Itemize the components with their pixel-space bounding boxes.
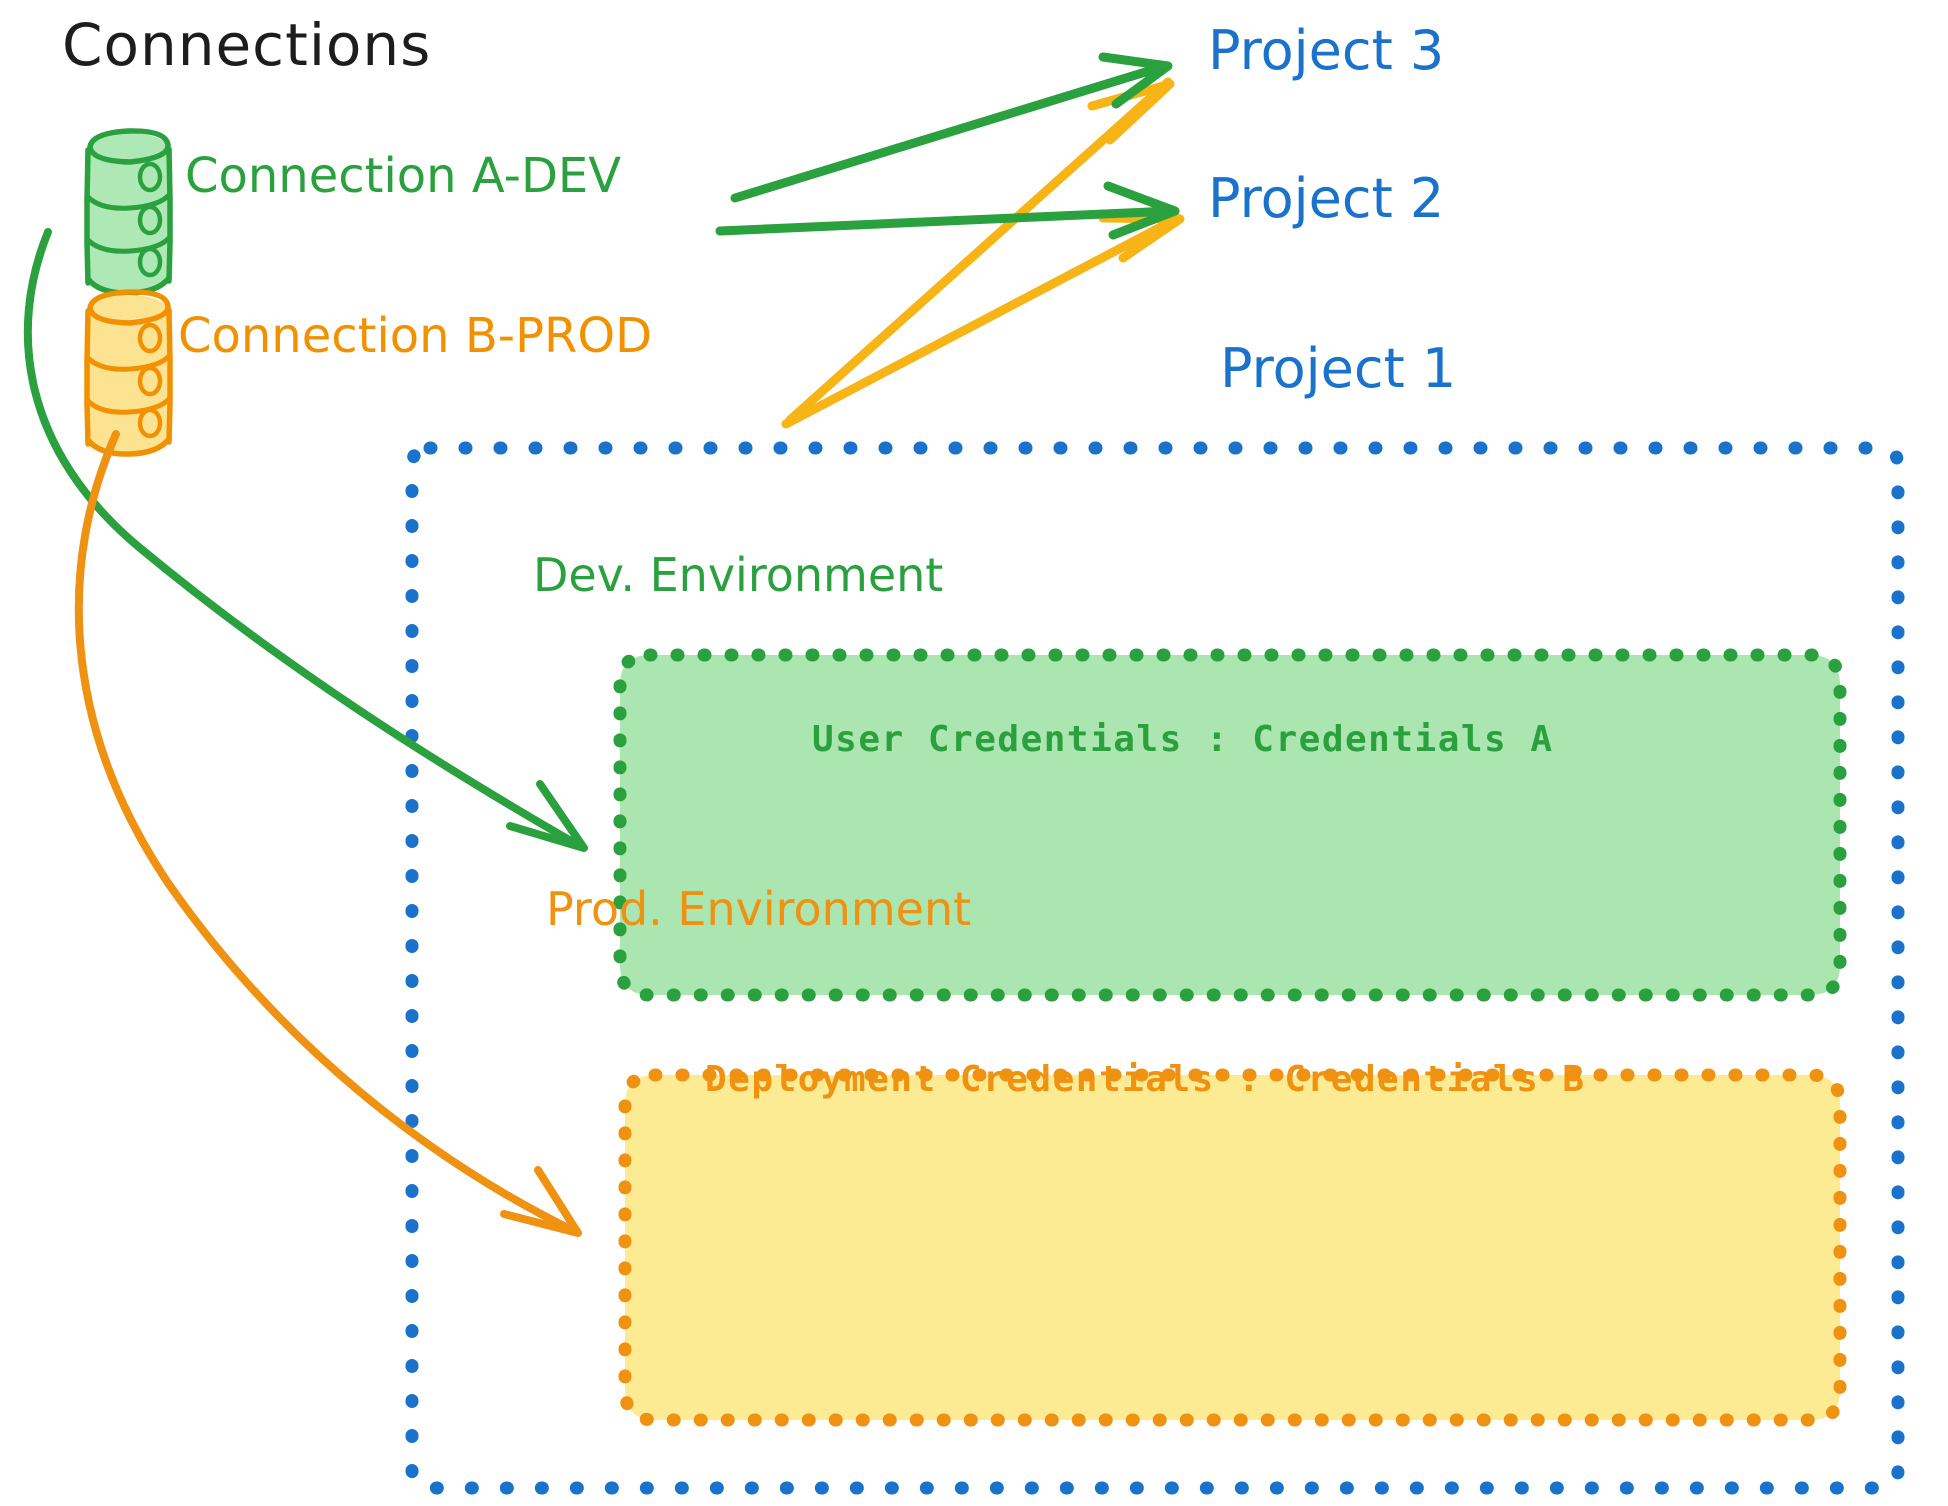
dev-environment-credentials: User Credentials : Credentials A [812, 719, 1554, 760]
page-title: Connections [62, 11, 432, 79]
database-icon-b-prod[interactable] [84, 289, 173, 457]
prod-environment-credentials: Deployment Credentials : Credentials B [705, 1059, 1586, 1100]
edge-bprod-to-project2 [781, 213, 1185, 429]
edge-bprod-to-prod-environment [74, 430, 582, 1237]
dev-environment-title: Dev. Environment [533, 548, 944, 602]
database-icon-a-dev[interactable] [84, 128, 173, 296]
connection-a-dev-label[interactable]: Connection A-DEV [185, 148, 622, 204]
project1-container [405, 441, 1905, 1495]
edge-adev-to-project2 [715, 181, 1180, 240]
project-3-label[interactable]: Project 3 [1208, 19, 1445, 82]
project-2-label[interactable]: Project 2 [1208, 167, 1445, 230]
dev-environment-box[interactable] [613, 648, 1847, 1002]
edge-adev-to-project3 [730, 52, 1173, 203]
edge-adev-to-dev-environment [23, 228, 588, 852]
prod-environment-box[interactable] [618, 1068, 1847, 1427]
connection-b-prod-label[interactable]: Connection B-PROD [178, 308, 653, 364]
prod-environment-title: Prod. Environment [546, 882, 972, 936]
project-1-label[interactable]: Project 1 [1220, 337, 1457, 400]
